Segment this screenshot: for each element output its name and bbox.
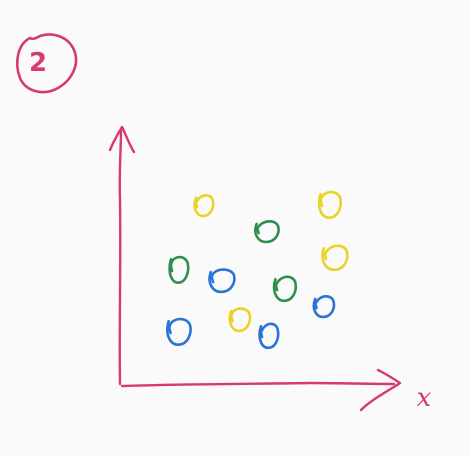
data-point-blue-2 — [312, 295, 336, 319]
data-point-yellow-3 — [321, 244, 349, 272]
badge-number: 2 — [29, 48, 47, 78]
y-axis-line — [118, 128, 123, 386]
data-point-green-2 — [168, 255, 190, 284]
data-point-green-3 — [272, 275, 298, 303]
badge-circle — [16, 33, 78, 94]
data-point-yellow-1 — [193, 194, 215, 218]
data-point-green-1 — [254, 220, 280, 244]
x-axis-arrowhead — [359, 368, 402, 412]
x-axis-line — [120, 381, 396, 388]
data-point-yellow-2 — [317, 190, 343, 219]
data-point-yellow-4 — [228, 307, 252, 333]
data-point-blue-1 — [208, 268, 236, 294]
figure-number-badge: 2 — [16, 33, 78, 94]
data-point-blue-4 — [258, 322, 280, 350]
data-points — [166, 190, 349, 350]
data-point-blue-3 — [166, 317, 192, 346]
axes: x — [108, 125, 432, 413]
y-axis-arrowhead — [108, 125, 136, 154]
x-axis-label: x — [417, 383, 432, 413]
